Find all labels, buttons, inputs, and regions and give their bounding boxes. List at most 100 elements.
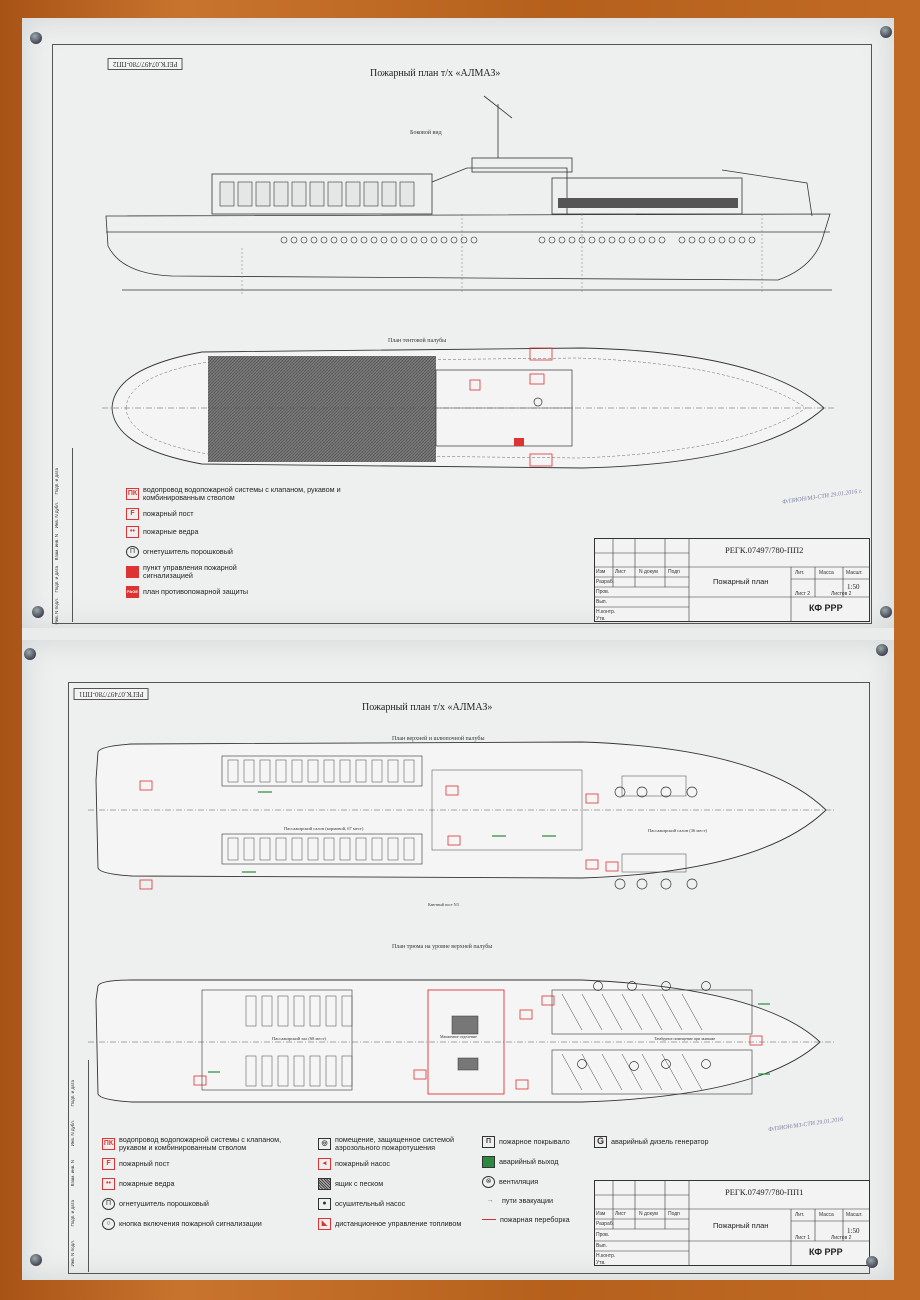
col-sheet: Лист xyxy=(615,1211,626,1217)
hold-plan-label: План трюма на уровне верхней палубы xyxy=(392,944,493,950)
row-checked: Пров. xyxy=(596,589,610,595)
legend-item-aerosol-room: ◎ помещение, защищенное системой аэрозоль… xyxy=(318,1136,475,1152)
sheet-title: Пожарный план т/х «АЛМАЗ» xyxy=(362,702,493,713)
sheets-total: Листов 2 xyxy=(831,591,852,597)
aerosol-room-symbol: ◎ xyxy=(318,1138,331,1150)
legend-text: ящик с песком xyxy=(335,1179,384,1188)
generator-symbol: G xyxy=(594,1136,607,1148)
row-issued: Вып. xyxy=(596,1243,608,1249)
col-doc-number: N докум xyxy=(639,1211,658,1217)
pin xyxy=(30,32,42,44)
extinguisher-symbol: П xyxy=(102,1198,115,1210)
organization: КФ РРР xyxy=(809,1247,843,1257)
legend-item-ventilation: ⊗вентиляция xyxy=(482,1176,538,1188)
fwd-salon-label: Пассажирский салон (36 мест) xyxy=(648,828,707,833)
side-col-4: Инв. N дубл. xyxy=(54,502,59,529)
legend-item-emergency-exit: аварийный выход xyxy=(482,1156,558,1168)
buckets-symbol: •• xyxy=(102,1178,115,1190)
emergency-exit-symbol xyxy=(482,1156,495,1168)
sand-box-symbol xyxy=(318,1178,331,1190)
legend-text: пожарное покрывало xyxy=(499,1137,570,1146)
meta-mass: Масса xyxy=(819,1212,834,1218)
fire-blanket-symbol: П xyxy=(482,1136,495,1148)
side-col-1: Инв. N подл. xyxy=(70,1240,75,1267)
drawing-border xyxy=(68,682,870,1274)
pin xyxy=(866,1256,878,1268)
fire-bulkhead-symbol xyxy=(482,1219,496,1221)
fire-post-symbol: F xyxy=(102,1158,115,1170)
col-signature: Подп xyxy=(668,1211,680,1217)
document-code: РЕГК.07497/780-ПП2 xyxy=(725,545,804,555)
side-col-2: Подп. и дата xyxy=(70,1200,75,1227)
fire-plan-sheet-2: РЕГК.07497/780-ПП2 Пожарный план т/х «АЛ… xyxy=(22,18,894,630)
legend-text: кнопка включения пожарной сигнализации xyxy=(119,1219,262,1228)
legend-text: огнетушитель порошковый xyxy=(143,547,233,556)
ship-side-view xyxy=(105,95,832,294)
evacuation-arrow-icon: → xyxy=(486,1197,494,1204)
pin xyxy=(880,606,892,618)
side-stamp-columns: Инв. N подл. Подп. и дата Взам. инв. N И… xyxy=(68,1060,89,1272)
legend-text: огнетушитель порошковый xyxy=(119,1199,209,1208)
document-name: Пожарный план xyxy=(713,1221,769,1230)
legend-item-sand-box: ящик с песком xyxy=(318,1178,383,1190)
pin xyxy=(24,648,36,660)
legend-text: пожарные ведра xyxy=(143,527,199,536)
legend-bottom-col2: ◎ помещение, защищенное системой аэрозоль… xyxy=(318,1136,478,1236)
legend-text: осушительный насос xyxy=(335,1199,406,1208)
legend-item-fire-bulkhead: пожарная переборка xyxy=(482,1216,570,1224)
row-approved: Утв. xyxy=(596,616,606,622)
crew-room-label: Тамбурное помещение при экипаже xyxy=(654,1036,716,1041)
legend-item-buckets: ••пожарные ведра xyxy=(102,1178,175,1190)
legend-item-protection-plan: PAGE план противопожарной защиты xyxy=(126,586,253,598)
side-view-label: Боковой вид xyxy=(410,130,442,136)
side-col-5: Подп. и дата xyxy=(70,1080,75,1107)
sheet-number: Лист 1 xyxy=(795,1235,811,1241)
side-col-1: Инв. N подл. xyxy=(54,598,59,625)
side-col-2: Подп. и дата xyxy=(54,566,59,593)
upper-deck-label: План верхней и шлюпочной палубы xyxy=(392,736,485,742)
col-signature: Подп xyxy=(668,569,680,575)
legend-text: вентиляция xyxy=(499,1177,539,1186)
legend-text: помещение, защищенное системой аэрозольн… xyxy=(335,1135,454,1152)
cabin-post-label: Каютный пост N3 xyxy=(428,902,459,907)
aft-salon-label: Пассажирский салон (кормовой, 67 мест) xyxy=(284,826,364,831)
side-col-5: Подп. и дата xyxy=(54,468,59,495)
legend-item-fire-pump: ◂пожарный насос xyxy=(318,1158,390,1170)
organization: КФ РРР xyxy=(809,603,843,613)
row-issued: Вып. xyxy=(596,599,608,605)
protection-plan-symbol: PAGE xyxy=(126,586,139,598)
title-block-top: РЕГК.07497/780-ПП2 Пожарный план 1:50 КФ… xyxy=(594,538,870,622)
title-block-grid xyxy=(595,1181,869,1265)
meta-mass: Масса xyxy=(819,570,834,576)
legend-text: пожарный насос xyxy=(335,1159,390,1168)
drain-pump-symbol: ● xyxy=(318,1198,331,1210)
pin xyxy=(880,26,892,38)
alarm-panel-symbol xyxy=(126,566,139,578)
legend-text: план противопожарной защиты xyxy=(143,587,249,596)
pin xyxy=(32,606,44,618)
meta-scale: Масшт. xyxy=(846,1212,863,1218)
legend-item-alarm-button: ○кнопка включения пожарной сигнализации xyxy=(102,1218,262,1230)
document-name: Пожарный план xyxy=(713,577,769,586)
fire-plan-sheet-1: РЕГК.07497/780-ПП1 Пожарный план т/х «АЛ… xyxy=(22,640,894,1280)
legend-text: пожарный пост xyxy=(119,1159,170,1168)
legend-text: дистанционное управление топливом xyxy=(335,1219,462,1228)
col-doc-number: N докум xyxy=(639,569,658,575)
legend-text: пожарная переборка xyxy=(500,1215,570,1224)
title-block-grid xyxy=(595,539,869,621)
col-change: Изм xyxy=(596,569,606,575)
document-code: РЕГК.07497/780-ПП1 xyxy=(725,1187,804,1197)
side-col-3: Взам. инв. N xyxy=(54,534,59,561)
drawing-border xyxy=(52,44,872,624)
side-col-3: Взам. инв. N xyxy=(70,1160,75,1187)
side-stamp-columns: Инв. N подл. Подп. и дата Взам. инв. N И… xyxy=(52,448,73,625)
meta-lit: Лит. xyxy=(795,1212,805,1218)
row-developer: Разраб. xyxy=(596,579,615,585)
